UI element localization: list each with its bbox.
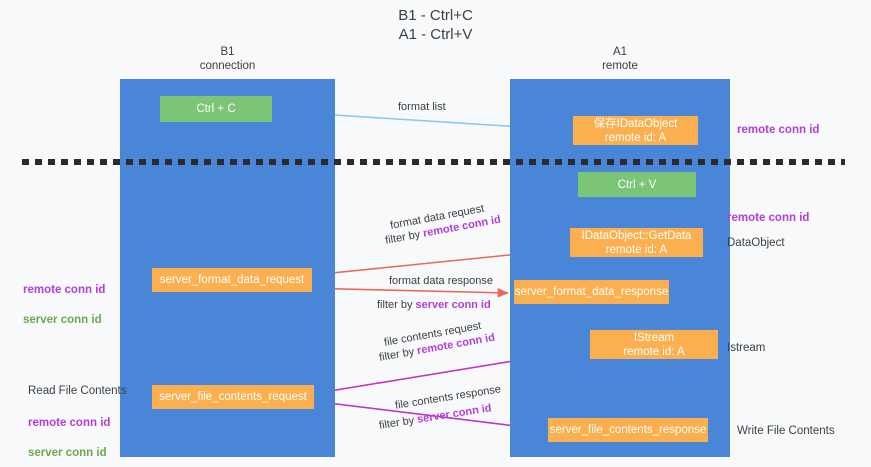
node-istream[interactable]: IStream remote id: A	[590, 330, 718, 359]
annotation-left-conn-ids-mid: remote conn id server conn id	[23, 268, 105, 328]
edge-label-format-data-response-text: format data response	[389, 275, 493, 287]
remote-conn-id-label: remote conn id	[28, 417, 111, 429]
edge-label-format-list: format list	[398, 100, 446, 115]
annotation-remote-conn-id-mid: remote conn id	[727, 212, 810, 224]
node-server-file-contents-request[interactable]: server_file_contents_request	[152, 385, 314, 409]
server-conn-id-label: server conn id	[23, 314, 102, 326]
edge-label-format-data-response-filter: filter by server conn id	[377, 298, 491, 313]
annotation-remote-conn-id-top: remote conn id	[737, 124, 820, 136]
annotation-istream: Istream	[727, 342, 766, 354]
node-save-idataobject[interactable]: 保存IDataObject remote id: A	[573, 116, 698, 145]
server-conn-id-key: server conn id	[415, 299, 491, 311]
page-title: B1 - Ctrl+C A1 - Ctrl+V	[398, 7, 473, 43]
node-ctrl-v[interactable]: Ctrl + V	[578, 172, 696, 197]
filter-by-prefix: filter by	[377, 299, 416, 311]
edge-label-format-data-response: format data response	[389, 274, 493, 289]
node-server-format-data-request[interactable]: server_format_data_request	[152, 268, 312, 292]
phase-divider-dashed-line	[22, 159, 845, 165]
remote-conn-id-label: remote conn id	[23, 284, 106, 296]
node-ctrl-c[interactable]: Ctrl + C	[160, 96, 272, 122]
lane-header-a1: A1 remote	[602, 46, 638, 72]
annotation-left-conn-ids-bottom: remote conn id server conn id	[28, 401, 110, 461]
lane-header-b1: B1 connection	[199, 46, 256, 72]
node-server-file-contents-response[interactable]: server_file_contents_response	[548, 418, 708, 442]
node-idataobject-getdata[interactable]: IDataObject::GetData remote id: A	[570, 228, 703, 257]
annotation-dataobject: DataObject	[727, 237, 785, 249]
edge-label-format-list-text: format list	[398, 101, 446, 113]
edge-file-contents-response	[311, 400, 549, 434]
annotation-write-file-contents: Write File Contents	[737, 425, 835, 437]
node-server-format-data-response[interactable]: server_format_data_response	[514, 280, 669, 304]
annotation-read-file-contents: Read File Contents	[28, 385, 127, 397]
server-conn-id-label: server conn id	[28, 447, 107, 459]
